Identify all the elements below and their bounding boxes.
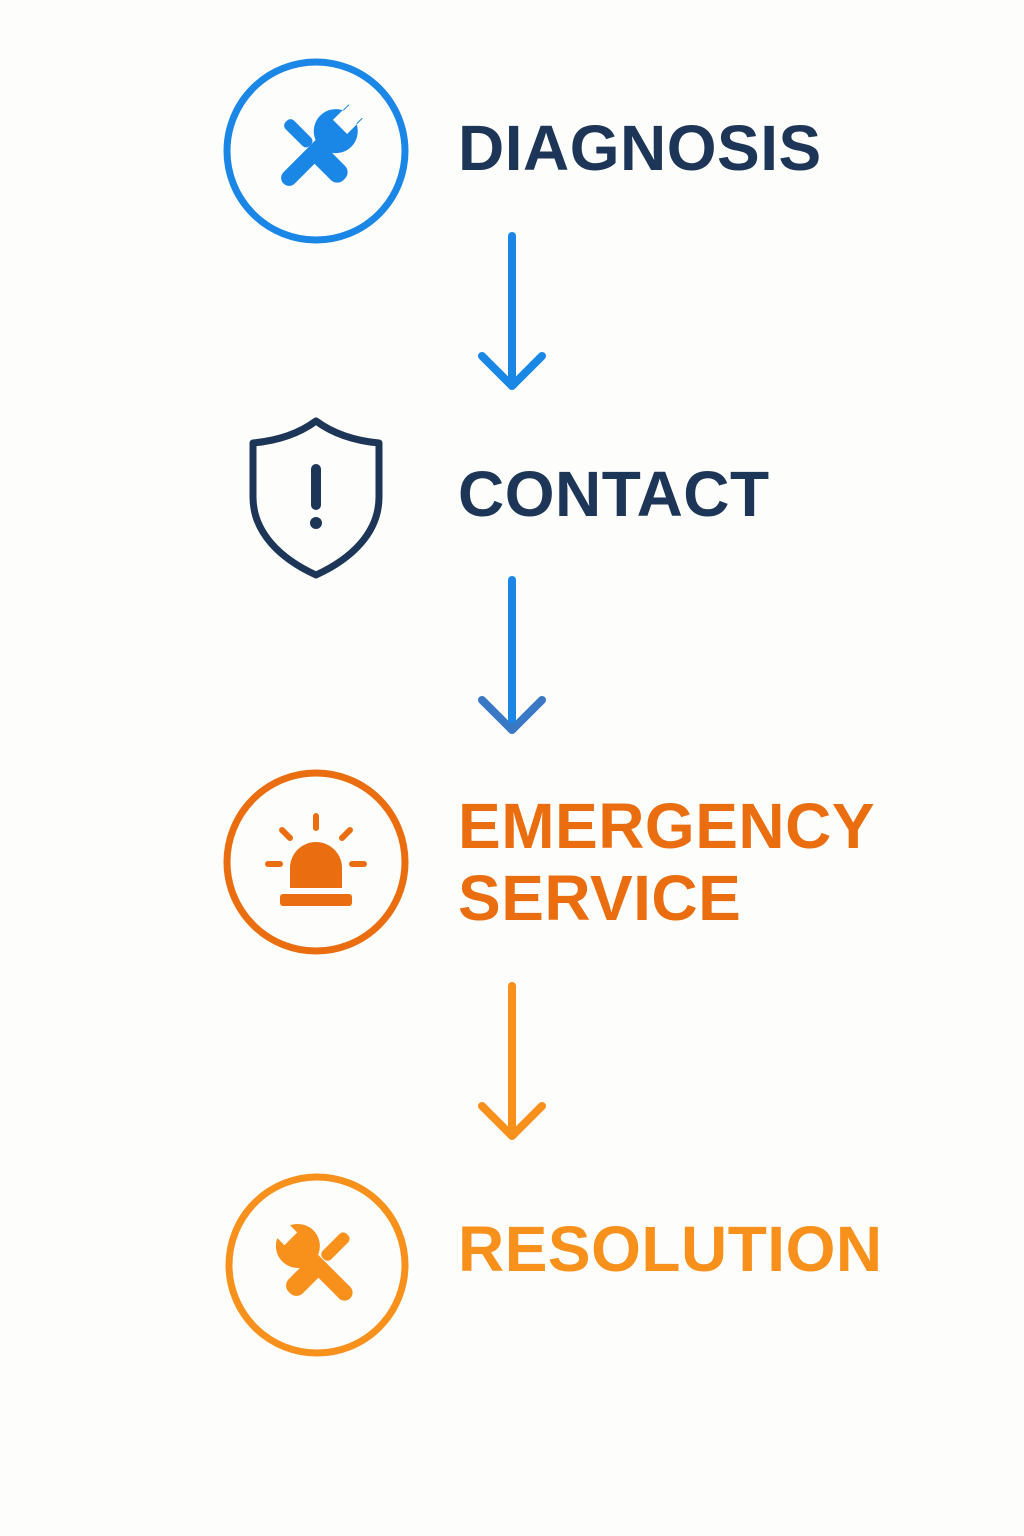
siren-icon xyxy=(222,768,410,956)
step-label-contact: CONTACT xyxy=(458,458,770,530)
tools-icon xyxy=(222,57,410,245)
step-label-emergency-service: EMERGENCY SERVICE xyxy=(458,790,875,934)
arrow-down-icon xyxy=(474,982,550,1144)
step-label-diagnosis: DIAGNOSIS xyxy=(458,112,822,184)
tools-icon xyxy=(224,1172,410,1358)
arrow-down-icon xyxy=(474,232,550,394)
step-label-resolution: RESOLUTION xyxy=(458,1213,883,1285)
arrow-down-icon xyxy=(474,576,550,738)
shield-alert-icon xyxy=(245,415,387,581)
